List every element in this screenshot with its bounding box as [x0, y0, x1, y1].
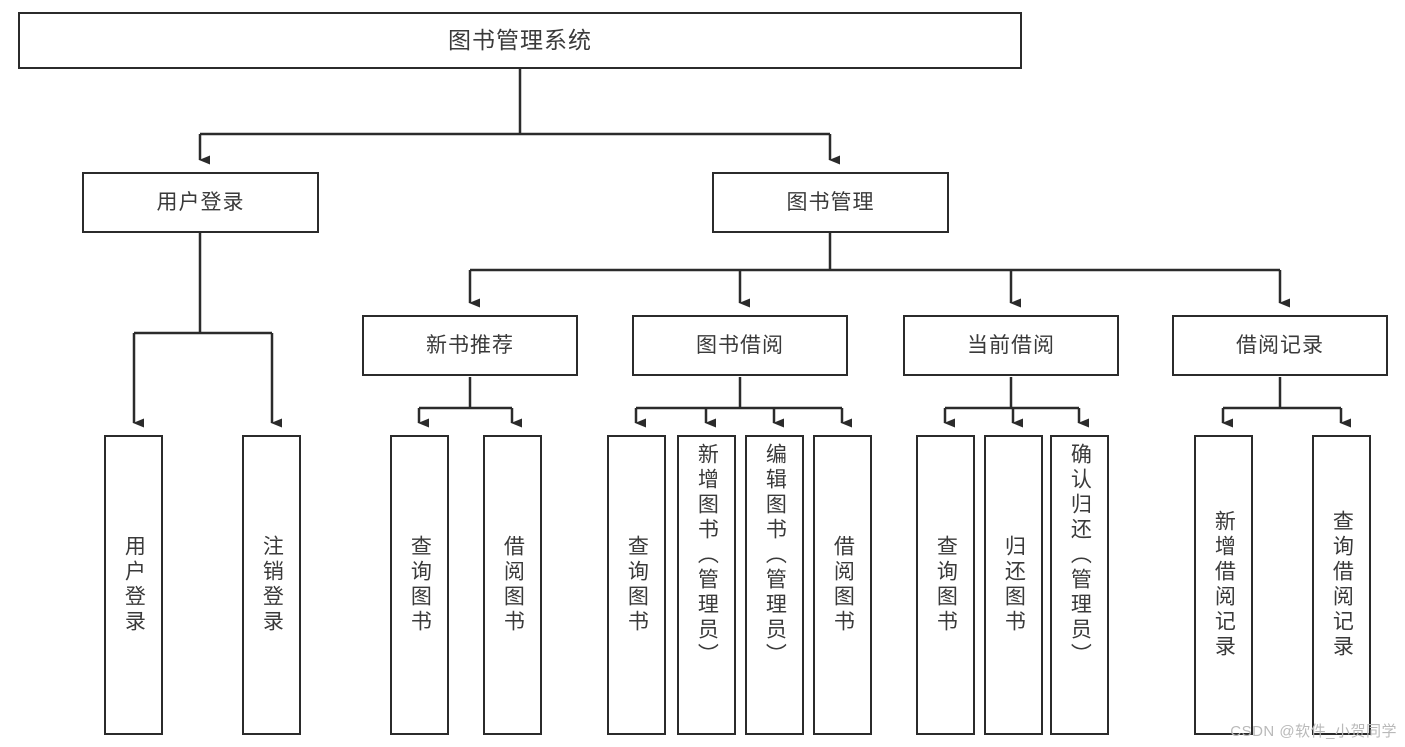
- node-label: 归还图书: [1002, 535, 1026, 635]
- leaf-current-query-book[interactable]: 查询图书: [916, 435, 975, 735]
- node-label: 查询借阅记录: [1330, 510, 1354, 660]
- leaf-borrow-borrow-book[interactable]: 借阅图书: [813, 435, 872, 735]
- node-label: 图书管理: [786, 190, 875, 214]
- csdn-watermark: CSDN @软件_小贺同学: [1230, 723, 1397, 740]
- node-label: 当前借阅: [967, 333, 1055, 357]
- node-book-manage[interactable]: 图书管理: [712, 172, 949, 233]
- leaf-record-add[interactable]: 新增借阅记录: [1194, 435, 1253, 735]
- node-label: 查询图书: [408, 535, 432, 635]
- leaf-user-logout[interactable]: 注销登录: [242, 435, 301, 735]
- node-label: 新书推荐: [426, 333, 514, 357]
- node-label: 查询图书: [625, 535, 649, 635]
- node-label: 注销登录: [260, 535, 284, 635]
- node-label: 借阅记录: [1236, 333, 1324, 357]
- node-borrow-record[interactable]: 借阅记录: [1172, 315, 1388, 376]
- node-label: 用户登录: [122, 535, 146, 635]
- node-label: 借阅图书: [831, 535, 855, 635]
- node-user-login[interactable]: 用户登录: [82, 172, 319, 233]
- node-label: 编辑图书（管理员）: [763, 443, 787, 668]
- leaf-user-login[interactable]: 用户登录: [104, 435, 163, 735]
- leaf-recommend-query-book[interactable]: 查询图书: [390, 435, 449, 735]
- node-label: 图书管理系统: [448, 27, 592, 54]
- leaf-current-return-book[interactable]: 归还图书: [984, 435, 1043, 735]
- leaf-borrow-query-book[interactable]: 查询图书: [607, 435, 666, 735]
- node-root-system[interactable]: 图书管理系统: [18, 12, 1022, 69]
- node-label: 用户登录: [156, 190, 245, 214]
- node-label: 借阅图书: [501, 535, 525, 635]
- node-book-borrow[interactable]: 图书借阅: [632, 315, 848, 376]
- leaf-recommend-borrow-book[interactable]: 借阅图书: [483, 435, 542, 735]
- leaf-current-confirm-return[interactable]: 确认归还（管理员）: [1050, 435, 1109, 735]
- node-label: 确认归还（管理员）: [1068, 443, 1092, 668]
- node-label: 新增借阅记录: [1212, 510, 1236, 660]
- node-label: 图书借阅: [696, 333, 784, 357]
- leaf-borrow-edit-book[interactable]: 编辑图书（管理员）: [745, 435, 804, 735]
- node-new-book-recommend[interactable]: 新书推荐: [362, 315, 578, 376]
- leaf-borrow-add-book[interactable]: 新增图书（管理员）: [677, 435, 736, 735]
- node-current-borrow[interactable]: 当前借阅: [903, 315, 1119, 376]
- leaf-record-query[interactable]: 查询借阅记录: [1312, 435, 1371, 735]
- node-label: 查询图书: [934, 535, 958, 635]
- node-label: 新增图书（管理员）: [695, 443, 719, 668]
